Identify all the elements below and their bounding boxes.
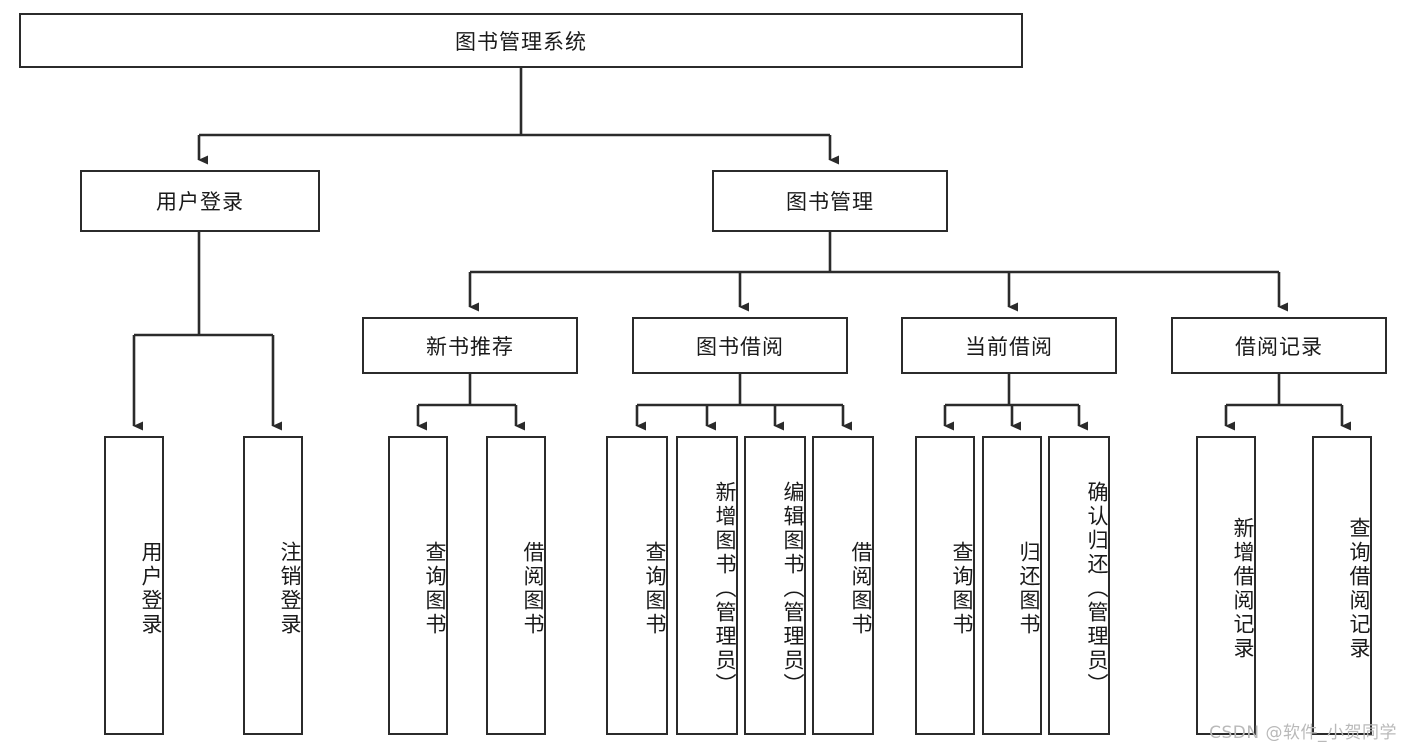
node-leaf-edit-book-label: 编辑图书（管理员） bbox=[781, 480, 805, 697]
node-borrow-record[interactable]: 借阅记录 bbox=[1171, 317, 1387, 374]
node-leaf-query-book-cur-label: 查询图书 bbox=[950, 540, 974, 637]
node-book-manage-label: 图书管理 bbox=[786, 190, 874, 214]
node-root-label: 图书管理系统 bbox=[455, 29, 587, 54]
node-leaf-query-book-rec-label: 查询图书 bbox=[423, 540, 447, 637]
node-leaf-logout[interactable]: 注销登录 bbox=[243, 436, 303, 735]
node-leaf-edit-book[interactable]: 编辑图书（管理员） bbox=[744, 436, 806, 735]
node-current-borrow[interactable]: 当前借阅 bbox=[901, 317, 1117, 374]
node-new-book-recommend[interactable]: 新书推荐 bbox=[362, 317, 578, 374]
node-leaf-logout-label: 注销登录 bbox=[278, 540, 302, 637]
node-book-borrow[interactable]: 图书借阅 bbox=[632, 317, 848, 374]
node-leaf-query-record[interactable]: 查询借阅记录 bbox=[1312, 436, 1372, 735]
node-leaf-borrow-book-rec[interactable]: 借阅图书 bbox=[486, 436, 546, 735]
node-leaf-query-book-label: 查询图书 bbox=[643, 540, 667, 637]
node-book-borrow-label: 图书借阅 bbox=[696, 334, 784, 359]
node-leaf-borrow-book-label: 借阅图书 bbox=[849, 540, 873, 637]
node-book-manage[interactable]: 图书管理 bbox=[712, 170, 948, 232]
node-leaf-add-book-label: 新增图书（管理员） bbox=[713, 480, 737, 697]
node-user-login[interactable]: 用户登录 bbox=[80, 170, 320, 232]
node-leaf-return-book-label: 归还图书 bbox=[1017, 540, 1041, 637]
node-leaf-query-record-label: 查询借阅记录 bbox=[1347, 516, 1371, 661]
node-leaf-user-login[interactable]: 用户登录 bbox=[104, 436, 164, 735]
node-leaf-query-book-rec[interactable]: 查询图书 bbox=[388, 436, 448, 735]
node-leaf-return-book[interactable]: 归还图书 bbox=[982, 436, 1042, 735]
node-leaf-confirm-return-label: 确认归还（管理员） bbox=[1085, 480, 1109, 697]
node-leaf-user-login-label: 用户登录 bbox=[139, 540, 163, 637]
watermark-text: CSDN @软件_小贺同学 bbox=[1209, 723, 1397, 743]
node-leaf-confirm-return[interactable]: 确认归还（管理员） bbox=[1048, 436, 1110, 735]
node-leaf-add-book[interactable]: 新增图书（管理员） bbox=[676, 436, 738, 735]
node-borrow-record-label: 借阅记录 bbox=[1235, 334, 1323, 359]
node-new-book-recommend-label: 新书推荐 bbox=[426, 334, 514, 359]
node-leaf-add-record[interactable]: 新增借阅记录 bbox=[1196, 436, 1256, 735]
node-leaf-query-book[interactable]: 查询图书 bbox=[606, 436, 668, 735]
node-leaf-borrow-book-rec-label: 借阅图书 bbox=[521, 540, 545, 637]
node-leaf-borrow-book[interactable]: 借阅图书 bbox=[812, 436, 874, 735]
node-leaf-query-book-cur[interactable]: 查询图书 bbox=[915, 436, 975, 735]
node-leaf-add-record-label: 新增借阅记录 bbox=[1231, 516, 1255, 661]
node-root[interactable]: 图书管理系统 bbox=[19, 13, 1023, 68]
node-current-borrow-label: 当前借阅 bbox=[965, 334, 1053, 359]
node-user-login-label: 用户登录 bbox=[156, 190, 244, 214]
